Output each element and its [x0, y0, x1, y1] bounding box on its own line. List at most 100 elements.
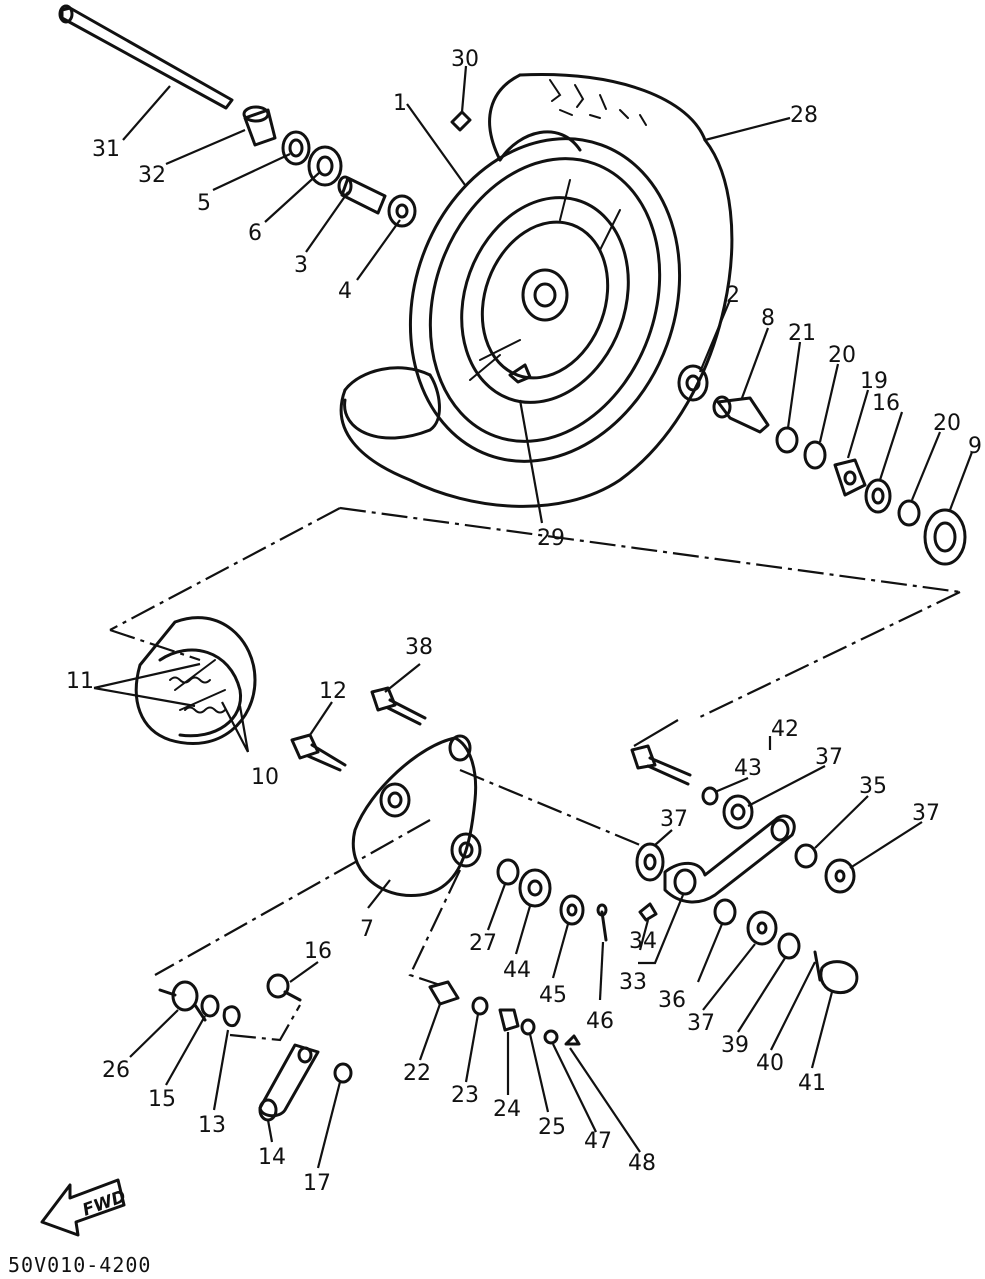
cotter-pin-40: [813, 950, 822, 982]
cotter-pin-46: [596, 903, 608, 942]
brake-shoes-10: [134, 616, 257, 746]
label-12: 12: [319, 679, 347, 704]
washer-15: [200, 994, 220, 1018]
label-37c: 37: [912, 801, 940, 826]
seal-5: [281, 130, 311, 166]
label-37b: 37: [660, 807, 688, 832]
label-27: 27: [469, 931, 497, 956]
label-21: 21: [788, 321, 816, 346]
spring-26: [158, 980, 207, 1022]
clip-13: [222, 1005, 241, 1028]
seal-27: [496, 858, 520, 886]
label-35: 35: [859, 774, 887, 799]
washer-37d: [746, 910, 778, 946]
rim: [408, 137, 682, 463]
cam-12: [290, 733, 347, 772]
torque-link-33: [663, 814, 796, 904]
label-32: 32: [138, 163, 166, 188]
bushing-35: [794, 843, 818, 869]
label-37d: 37: [687, 1011, 715, 1036]
brake-plate-7: [351, 734, 482, 898]
label-36: 36: [658, 988, 686, 1013]
bearing-44: [518, 868, 552, 908]
label-42: 42: [771, 717, 799, 742]
collar-32: [242, 105, 277, 147]
label-24: 24: [493, 1097, 521, 1122]
label-47: 47: [584, 1129, 612, 1154]
bolt-38: [370, 686, 427, 726]
label-1: 1: [393, 91, 407, 116]
adjuster-22: [428, 980, 460, 1006]
label-8: 8: [761, 306, 775, 331]
leader-lines: [93, 65, 974, 1169]
cap-41: [819, 960, 859, 995]
label-2: 2: [726, 283, 740, 308]
nut-16: [864, 478, 892, 514]
drive-hub-8: [712, 395, 770, 434]
collar-37b: [635, 842, 665, 882]
washer-20a: [803, 440, 827, 470]
label-43: 43: [734, 756, 762, 781]
label-20-lower: 20: [933, 411, 961, 436]
spring-23: [471, 996, 489, 1016]
bearing-6: [307, 145, 343, 187]
label-31: 31: [92, 137, 120, 162]
nut-43: [701, 786, 719, 806]
label-37a: 37: [815, 745, 843, 770]
label-3: 3: [294, 253, 308, 278]
label-4: 4: [338, 279, 352, 304]
label-19: 19: [860, 369, 888, 394]
bearing-2: [677, 364, 709, 402]
label-22: 22: [403, 1061, 431, 1086]
pin-24: [498, 1008, 520, 1032]
label-28: 28: [790, 103, 818, 128]
washer-20b: [897, 499, 921, 527]
washer-47: [543, 1029, 559, 1045]
label-30: 30: [451, 47, 479, 72]
label-16-upper: 16: [872, 391, 900, 416]
small-ring-34: [638, 902, 658, 922]
bolt-42: [630, 744, 692, 786]
circlip-21: [775, 426, 799, 454]
axle-31: [58, 4, 234, 110]
collar-37a: [722, 794, 754, 830]
drawing-code: 50V010-4200: [8, 1253, 151, 1277]
label-39: 39: [721, 1033, 749, 1058]
tire: [339, 72, 734, 508]
label-23: 23: [451, 1083, 479, 1108]
label-45: 45: [539, 983, 567, 1008]
collar-17: [333, 1062, 353, 1084]
label-46: 46: [586, 1009, 614, 1034]
brake-arm-14: [258, 1043, 320, 1122]
bolt-16: [266, 973, 302, 1002]
label-40: 40: [756, 1051, 784, 1076]
washer-37c: [824, 858, 856, 894]
valve-30: [450, 110, 472, 132]
label-29: 29: [537, 526, 565, 551]
nut-39: [777, 932, 801, 960]
assembly-guide-lines: [109, 506, 961, 1042]
cotter-pin-48: [564, 1034, 581, 1046]
label-16-lower: 16: [304, 939, 332, 964]
label-41: 41: [798, 1071, 826, 1096]
label-11: 11: [66, 669, 94, 694]
label-44: 44: [503, 958, 531, 983]
collar-4: [387, 194, 417, 228]
fwd-arrow-icon: FWD: [40, 1178, 129, 1237]
label-48: 48: [628, 1151, 656, 1176]
label-13: 13: [198, 1113, 226, 1138]
nut-45: [559, 894, 585, 926]
nut-25: [520, 1018, 536, 1036]
label-14: 14: [258, 1145, 286, 1170]
label-6: 6: [248, 221, 262, 246]
label-38: 38: [405, 635, 433, 660]
part-labels: 1 2 3 4 5 6 7 8 9 10 11 12 13 14 15 16 1…: [66, 47, 982, 1196]
label-5: 5: [197, 191, 211, 216]
label-33: 33: [619, 970, 647, 995]
seal-9: [923, 508, 967, 566]
label-7: 7: [360, 917, 374, 942]
label-10: 10: [251, 765, 279, 790]
label-34: 34: [629, 929, 657, 954]
label-15: 15: [148, 1087, 176, 1112]
